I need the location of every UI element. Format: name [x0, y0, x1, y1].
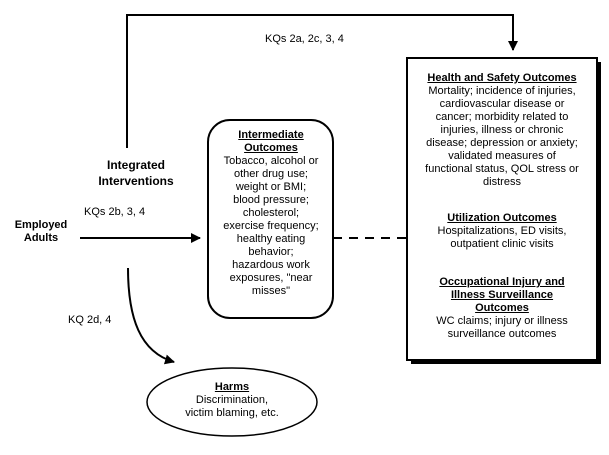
- health-heading: Health and Safety Outcomes: [427, 72, 577, 84]
- top-kq-label: KQs 2a, 2c, 3, 4: [265, 33, 344, 45]
- health-list: Mortality; incidence of injuries,cardiov…: [410, 85, 594, 189]
- mid-kq-label: KQs 2b, 3, 4: [84, 206, 146, 218]
- intermediate-line: Tobacco, alcohol or: [223, 155, 319, 167]
- health-line: validated measures of: [448, 150, 556, 162]
- utilization-line: Hospitalizations, ED visits,: [437, 225, 567, 237]
- intermediate-heading-1: Intermediate: [238, 129, 304, 141]
- harms-text: Harms Discrimination,victim blaming, etc…: [172, 381, 292, 420]
- harms-heading: Harms: [214, 381, 250, 393]
- intermediate-line: hazardous work: [232, 259, 310, 271]
- occupational-heading-2: Illness Surveillance: [450, 289, 554, 301]
- harms-line: Discrimination,: [195, 394, 269, 406]
- intermediate-line: blood pressure;: [233, 194, 309, 206]
- intermediate-outcomes-box: [207, 119, 334, 319]
- health-line: injuries, illness or chronic: [440, 124, 564, 136]
- occupational-line: WC claims; injury or illness: [436, 315, 568, 327]
- occupational-heading-1: Occupational Injury and: [439, 276, 565, 288]
- utilization-section: Utilization Outcomes Hospitalizations, E…: [410, 212, 594, 251]
- utilization-list: Hospitalizations, ED visits,outpatient c…: [410, 225, 594, 251]
- harms-arrow: [127, 267, 175, 365]
- health-line: disease; depression or anxiety;: [426, 137, 578, 149]
- outcomes-box: [406, 57, 598, 361]
- employed-line-2: Adults: [23, 232, 59, 244]
- harm-kq-label: KQ 2d, 4: [68, 314, 112, 326]
- intermediate-line: cholesterol;: [242, 207, 300, 219]
- health-safety-section: Health and Safety Outcomes Mortality; in…: [410, 72, 594, 189]
- intermediate-line: exposures, "near: [229, 272, 313, 284]
- employed-adults-label: Employed Adults: [12, 219, 70, 245]
- intermediate-line: misses": [251, 285, 291, 297]
- occupational-section: Occupational Injury and Illness Surveill…: [410, 276, 594, 341]
- health-line: cardiovascular disease or: [439, 98, 565, 110]
- intermediate-outcomes-text: Intermediate Outcomes Tobacco, alcohol o…: [212, 129, 330, 298]
- intermediate-heading-2: Outcomes: [244, 142, 298, 154]
- intermediate-line: behavior;: [248, 246, 294, 258]
- intermediate-line: other drug use;: [234, 168, 308, 180]
- integrated-line-2: Interventions: [98, 174, 174, 188]
- harms-list: Discrimination,victim blaming, etc.: [172, 394, 292, 420]
- intermediate-line: healthy eating: [236, 233, 306, 245]
- occupational-heading-3: Outcomes: [475, 302, 529, 314]
- health-line: functional status, QOL stress or: [425, 163, 579, 175]
- employed-line-1: Employed: [14, 219, 68, 231]
- intermediate-line: exercise frequency;: [223, 220, 319, 232]
- health-line: cancer; morbidity related to: [435, 111, 569, 123]
- occupational-line: surveillance outcomes: [447, 328, 557, 340]
- intermediate-line: weight or BMI;: [235, 181, 307, 193]
- integrated-line-1: Integrated: [106, 158, 165, 172]
- health-line: Mortality; incidence of injuries,: [428, 85, 576, 97]
- harms-ellipse: [146, 367, 318, 437]
- utilization-heading: Utilization Outcomes: [447, 212, 557, 224]
- utilization-line: outpatient clinic visits: [450, 238, 554, 250]
- health-line: distress: [483, 176, 521, 188]
- integrated-interventions-label: Integrated Interventions: [96, 157, 176, 189]
- harms-line: victim blaming, etc.: [185, 407, 279, 419]
- top-arrow: [126, 14, 518, 148]
